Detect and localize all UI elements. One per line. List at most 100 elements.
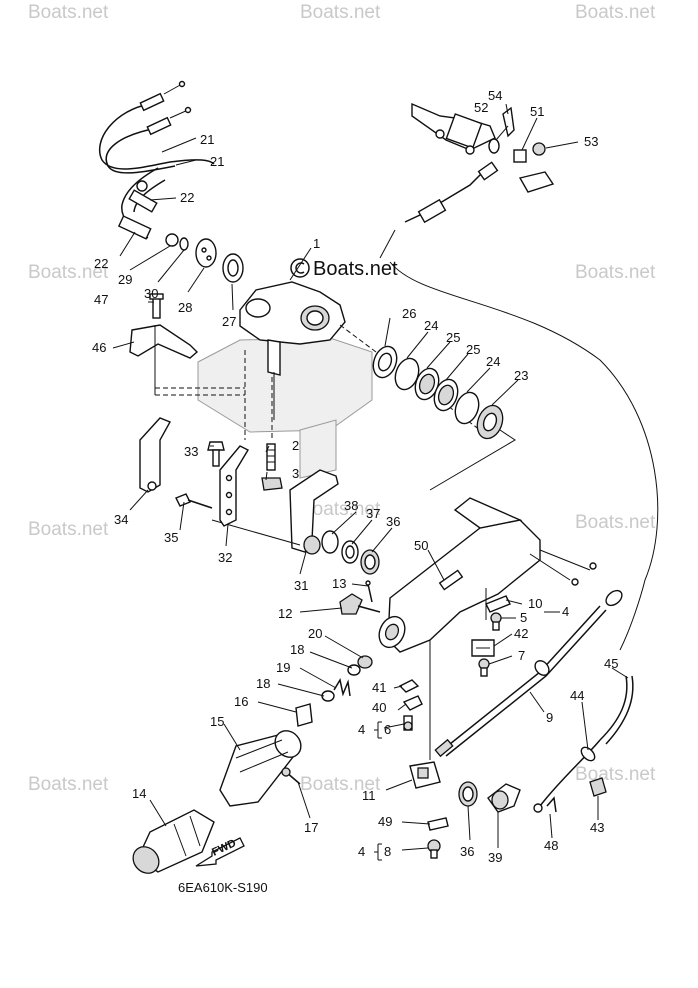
part-11-bracket: [409, 761, 441, 789]
part-6-screw: [403, 715, 413, 731]
label-7: 7: [518, 648, 525, 663]
label-49: 49: [378, 814, 392, 829]
part-33-bolt: [207, 441, 225, 467]
part-53-bolt: [532, 142, 546, 156]
label-45: 45: [604, 656, 618, 671]
watermark-low-right: Boats.net: [575, 512, 656, 533]
watermark-bottom-left: Boats.net: [28, 774, 109, 795]
label-28: 28: [178, 300, 192, 315]
label-17: 17: [304, 820, 318, 835]
part-7-screw: [478, 658, 490, 677]
diagram-code: 6EA610K-S190: [178, 880, 268, 895]
part-13-pin: [365, 580, 373, 603]
throttle-control-assembly: [379, 102, 659, 651]
label-39: 39: [488, 850, 502, 865]
part-20-bushing: [357, 655, 373, 669]
part-9-cable: [434, 589, 623, 758]
part-8-screw: [427, 839, 441, 859]
part-12-adjust-knob: [339, 593, 381, 615]
part-54-clip: [502, 106, 515, 138]
watermark-group: Boats.net Boats.net Boats.net Boats.net …: [28, 2, 656, 795]
watermark-low-center: Boats.net: [300, 499, 381, 520]
label-50: 50: [414, 538, 428, 553]
part-50-tiller-housing: [387, 497, 597, 760]
part-5-screw: [490, 612, 502, 631]
label-18-b: 18: [256, 676, 270, 691]
part-34-link: [139, 417, 171, 493]
label-25-b: 25: [466, 342, 480, 357]
part-10-plate: [485, 595, 511, 613]
part-44-cable: [533, 739, 601, 813]
label-29: 29: [118, 272, 132, 287]
label-25-a: 25: [446, 330, 460, 345]
label-21-b: 21: [210, 154, 224, 169]
watermark-mid-left: Boats.net: [28, 262, 109, 283]
watermark-mid-right: Boats.net: [575, 262, 656, 283]
part-46-bracket: [129, 324, 245, 396]
label-24-b: 24: [486, 354, 500, 369]
label-11: 11: [362, 788, 376, 803]
part-3-nut: [261, 477, 283, 491]
watermark-main: Boats.net: [290, 258, 398, 280]
label-4-c: 4: [358, 844, 365, 859]
watermark-main-text: Boats.net: [313, 258, 398, 280]
part-40-clip: [402, 695, 423, 711]
label-54: 54: [488, 88, 502, 103]
part-24-washer-lower: [454, 391, 480, 425]
label-34: 34: [114, 512, 128, 527]
watermark-top-right: Boats.net: [575, 2, 656, 23]
label-23: 23: [514, 368, 528, 383]
label-30: 30: [144, 286, 158, 301]
part-32-bracket: [219, 445, 249, 527]
cable-end-fitting-lower: [146, 116, 172, 136]
label-33: 33: [184, 444, 198, 459]
label-16: 16: [234, 694, 248, 709]
label-10: 10: [528, 596, 542, 611]
label-14: 14: [132, 786, 146, 801]
watermark-top-left: Boats.net: [28, 2, 109, 23]
part-15-throttle-grip: [219, 730, 302, 807]
label-44: 44: [570, 688, 584, 703]
part-49-plate: [427, 817, 449, 831]
part-30-washer: [179, 237, 189, 251]
washer-stack: [372, 345, 516, 491]
label-4-a: 4: [562, 604, 569, 619]
part-37-ring: [341, 540, 359, 564]
label-36-b: 36: [460, 844, 474, 859]
label-35: 35: [164, 530, 178, 545]
label-40: 40: [372, 700, 386, 715]
label-3: 3: [292, 466, 299, 481]
label-38: 38: [344, 498, 358, 513]
part-labels: 1 2 3 4 4 4 5 6 7 8 9 10 11 12 13 14 15 …: [92, 88, 618, 865]
label-5: 5: [520, 610, 527, 625]
part-36-bushing-lower: [458, 781, 478, 807]
part-41-plate: [398, 679, 420, 693]
watermark-low-left: Boats.net: [28, 519, 109, 540]
part-16-decal: [295, 703, 313, 727]
part-35-bolt: [175, 493, 213, 509]
label-27: 27: [222, 314, 236, 329]
part-2-stud: [266, 443, 276, 471]
part-48-clip: [546, 796, 557, 813]
label-8: 8: [384, 844, 391, 859]
label-15: 15: [210, 714, 224, 729]
part-18-washer-upper: [347, 664, 361, 676]
part-36-bushing-upper: [360, 549, 380, 575]
cable-boot-lower: [117, 215, 152, 240]
leader-lines: [112, 103, 629, 861]
label-42: 42: [514, 626, 528, 641]
label-51: 51: [530, 104, 544, 119]
label-12: 12: [278, 606, 292, 621]
throttle-cables: [99, 80, 215, 240]
watermark-bottom-right: Boats.net: [575, 764, 656, 785]
cable-bracket-parts: [165, 233, 244, 283]
label-53: 53: [584, 134, 598, 149]
part-52-washer: [488, 138, 500, 154]
label-13: 13: [332, 576, 346, 591]
label-37: 37: [366, 506, 380, 521]
part-18-washer-lower: [321, 690, 335, 702]
part-39-holder: [487, 783, 521, 813]
watermark-bottom-center: Boats.net: [300, 774, 381, 795]
cable-boot-upper: [128, 189, 158, 213]
copyright-icon: [290, 258, 310, 278]
